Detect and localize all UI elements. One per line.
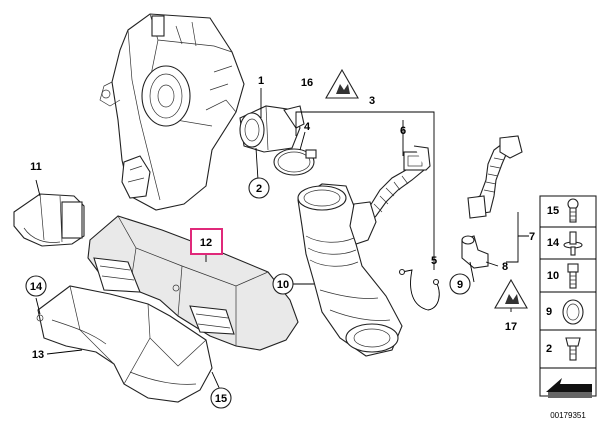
svg-text:17: 17 xyxy=(505,321,517,333)
svg-text:6: 6 xyxy=(400,125,406,137)
svg-text:5: 5 xyxy=(431,255,437,267)
callout-17: 17 xyxy=(494,278,528,333)
elbow-duct-11 xyxy=(13,193,85,247)
legend-label-14: 14 xyxy=(547,237,560,249)
callout-14: 14 xyxy=(25,275,47,297)
callout-9: 9 xyxy=(449,273,471,295)
callout-5: 5 xyxy=(431,255,437,267)
vent-hose-6 xyxy=(349,145,431,245)
svg-text:16: 16 xyxy=(301,77,313,89)
screw-2-icon xyxy=(565,337,581,361)
svg-text:9: 9 xyxy=(457,279,463,291)
callout-1: 1 xyxy=(258,75,264,87)
vent-hose-7 xyxy=(467,135,523,219)
legend-label-15: 15 xyxy=(547,205,559,217)
callout-8: 8 xyxy=(502,261,508,273)
callout-7: 7 xyxy=(529,231,535,243)
hardware-legend xyxy=(539,195,597,398)
svg-text:7: 7 xyxy=(529,231,535,243)
callout-6: 6 xyxy=(400,125,406,137)
o-ring-9-icon xyxy=(562,299,584,325)
svg-text:11: 11 xyxy=(30,161,42,173)
callout-3: 3 xyxy=(369,95,375,107)
air-duct-12 xyxy=(87,215,299,351)
svg-text:15: 15 xyxy=(215,393,227,405)
svg-text:10: 10 xyxy=(277,279,289,291)
svg-text:2: 2 xyxy=(256,183,262,195)
direction-arrow-icon xyxy=(546,378,592,398)
callout-15: 15 xyxy=(210,387,232,409)
warning-triangle-icon xyxy=(494,278,528,309)
bolt-10-icon xyxy=(567,263,579,289)
connector-8 xyxy=(461,235,489,269)
svg-text:8: 8 xyxy=(502,261,508,273)
callout-2: 2 xyxy=(248,177,270,199)
svg-text:12: 12 xyxy=(200,237,212,249)
legend-label-9: 9 xyxy=(546,306,552,318)
legend-label-2: 2 xyxy=(546,343,552,355)
screw-15-icon xyxy=(567,198,579,223)
callout-16: 16 xyxy=(301,68,359,99)
callout-12-highlighted: 12 xyxy=(190,228,223,255)
hose-clamp-4 xyxy=(273,148,317,176)
bolt-14-icon xyxy=(563,231,583,256)
air-mass-meter xyxy=(239,105,305,153)
svg-text:3: 3 xyxy=(369,95,375,107)
svg-text:1: 1 xyxy=(258,75,264,87)
callout-13: 13 xyxy=(32,349,44,361)
svg-text:14: 14 xyxy=(30,281,43,293)
svg-text:13: 13 xyxy=(32,349,44,361)
document-number: 00179351 xyxy=(550,411,586,420)
wire-clip-5 xyxy=(398,268,440,311)
callout-10: 10 xyxy=(272,273,294,295)
air-filter-housing xyxy=(99,13,245,211)
leader-lines xyxy=(35,88,529,393)
callout-11: 11 xyxy=(30,161,42,173)
intake-boot xyxy=(297,183,403,357)
legend-label-10: 10 xyxy=(547,270,559,282)
air-guide-13 xyxy=(36,285,213,403)
svg-text:4: 4 xyxy=(304,121,311,133)
warning-triangle-icon xyxy=(325,68,359,99)
callout-4: 4 xyxy=(304,121,311,133)
